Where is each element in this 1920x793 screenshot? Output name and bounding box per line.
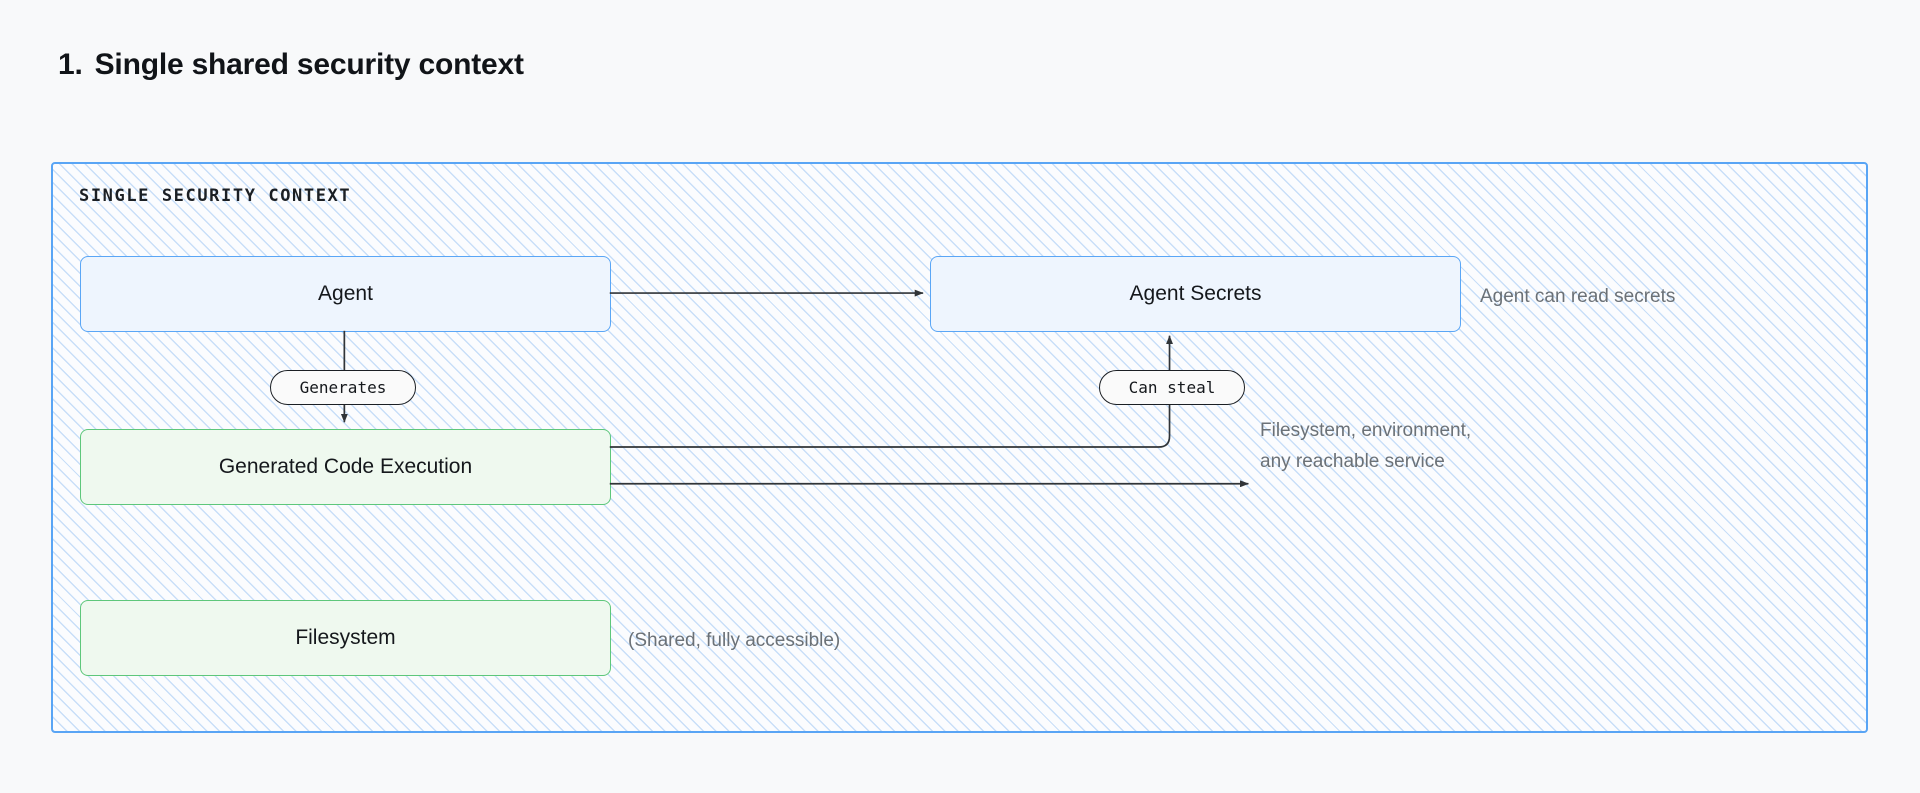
node-generated-code-execution[interactable]: Generated Code Execution <box>80 429 611 505</box>
node-generated-code-execution-label: Generated Code Execution <box>218 455 473 478</box>
node-filesystem-label: Filesystem <box>295 626 396 649</box>
note-reachable-surface-line2: any reachable service <box>1260 450 1445 472</box>
node-agent[interactable]: Agent <box>80 256 611 332</box>
edge-label-can-steal: Can steal <box>1099 370 1245 405</box>
edge-codeexec-to-secrets <box>609 335 1174 448</box>
note-reachable-surface: Filesystem, environment, any reachable s… <box>1260 416 1590 478</box>
page-title-text: Single shared security context <box>94 48 524 81</box>
note-filesystem-shared: (Shared, fully accessible) <box>628 630 841 651</box>
security-context-container: SINGLE SECURITY CONTEXT Agent Agent Secr… <box>51 162 1868 733</box>
node-agent-secrets[interactable]: Agent Secrets <box>930 256 1461 332</box>
security-context-label: SINGLE SECURITY CONTEXT <box>79 186 352 206</box>
node-filesystem[interactable]: Filesystem <box>80 600 611 676</box>
node-agent-label: Agent <box>318 282 373 305</box>
edge-label-can-steal-text: Can steal <box>1128 378 1216 397</box>
edge-label-generates-text: Generates <box>299 378 387 397</box>
page-title: 1. Single shared security context <box>58 48 524 82</box>
edge-label-generates: Generates <box>270 370 416 405</box>
node-agent-secrets-label: Agent Secrets <box>1129 282 1262 305</box>
page-title-number: 1. <box>58 48 83 81</box>
note-agent-can-read-secrets: Agent can read secrets <box>1480 286 1676 307</box>
note-reachable-surface-line1: Filesystem, environment, <box>1260 420 1472 441</box>
